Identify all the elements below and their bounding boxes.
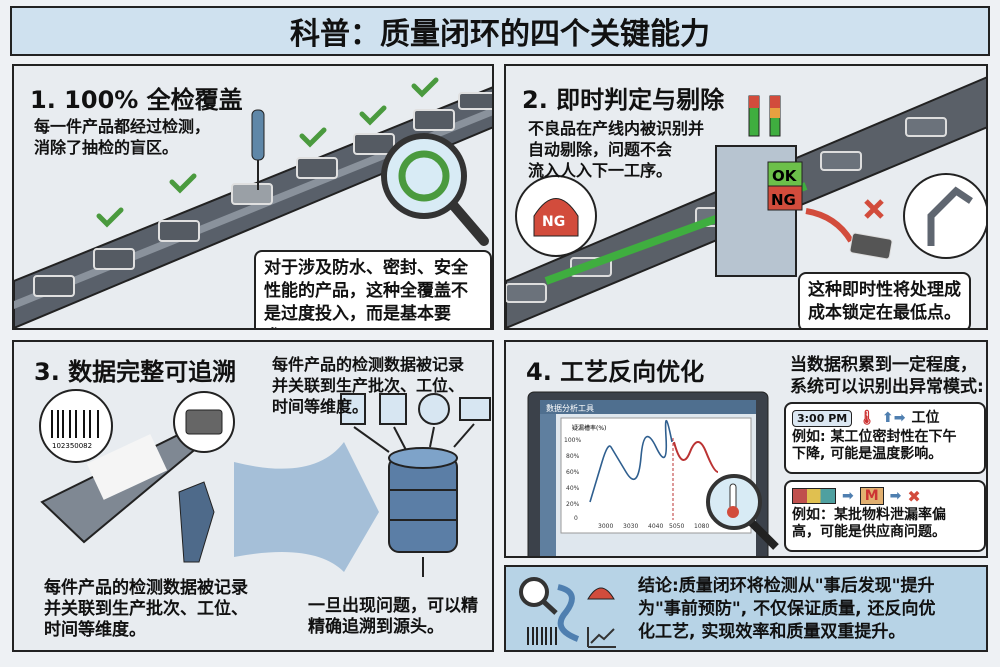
material-batch-icon [792, 488, 836, 504]
y-tick: 20% [566, 501, 580, 508]
panel-process-optimization: 數据分析工具 疑漏槽率(%) 100% 80% 60% 40% 20% 0 3000 303… [504, 340, 988, 558]
conclusion-icons [519, 577, 616, 648]
alarm-icon [587, 587, 615, 600]
inspection-station-illustration: OK NG NG [506, 76, 986, 328]
material-bag-icon: M [859, 487, 884, 505]
probe-icon [251, 109, 265, 161]
panel-traceability: 102350082 3. 数据完整可追溯 每件产品的检测数据被记录 并关联到生产… [12, 340, 494, 652]
barcode-label [86, 434, 168, 500]
panel-instant-reject: OK NG NG 2. 即时判定与剔除 不良品在产线内被识别并 自动剔除，问题不… [504, 64, 988, 330]
robot-arm-icon [903, 173, 986, 259]
x-tick: 3030 [623, 523, 638, 530]
alarm-label: NG [542, 214, 565, 230]
reject-arrow [805, 208, 854, 243]
cross-icon [864, 199, 884, 219]
thermometer-icon: 🌡 [858, 409, 876, 426]
cross-icon: ✖ [907, 486, 921, 506]
y-tick: 0 [574, 515, 578, 522]
magnifier-icon [381, 133, 489, 246]
chart-title: 疑漏槽率(%) [572, 424, 606, 432]
panel1-heading: 1. 100% 全检覆盖 [30, 86, 243, 114]
y-tick: 100% [564, 437, 581, 444]
time-badge: 3:00 PM [792, 409, 853, 427]
rejected-product [849, 232, 893, 260]
check-icon [96, 77, 439, 228]
spreadsheet-icon [379, 393, 407, 425]
conclusion-text: 结论:质量闭环将检测从"事后发现"提升 为"事前预防", 不仅保证质量, 还反向… [638, 576, 936, 642]
traceability-illustration: 102350082 [39, 389, 491, 577]
panel4-intro: 当数据积累到一定程度， 系统可以识别出异常模式: [790, 355, 984, 397]
example2-text: 例如：某批物料泄漏率偏 高，可能是供应商问题。 [792, 507, 946, 540]
panel1-callout: 对于涉及防水、密封、安全 性能的产品，这种全覆盖不 是过度投入，而是基本要求。 [254, 250, 492, 328]
scanner-icon [178, 481, 215, 563]
arrow-icon: ➡ [842, 487, 854, 504]
example1-callout: 3:00 PM 🌡 ⬆➡ 工位 例如: 某工位密封性在下午 下降, 可能是温度影响。 [784, 402, 986, 474]
x-tick: 3000 [598, 523, 613, 530]
panel2-description: 不良品在产线内被识别并 自动剔除，问题不会 流入人入下一工序。 [528, 119, 705, 180]
panel3-top-description: 每件产品的检测数据被记录 并关联到生产批次、工位、 时间等维度。 [272, 355, 465, 416]
database-icon [388, 447, 458, 553]
panel2-callout: 这种即时性将处理成 成本锁定在最低点。 [798, 272, 971, 328]
example1-text: 例如: 某工位密封性在下午 下降, 可能是温度影响。 [792, 429, 957, 462]
y-tick: 40% [566, 485, 580, 492]
clock-icon [418, 393, 450, 425]
panel3-bottom-description: 每件产品的检测数据被记录 并关联到生产批次、工位、 时间等维度。 [44, 578, 248, 640]
arrow-up-icon: ⬆➡ [881, 409, 906, 426]
data-stream-arrow [234, 442, 379, 572]
x-tick: 5050 [669, 523, 684, 530]
panel2-heading: 2. 即时判定与剔除 [522, 86, 725, 114]
panel3-heading: 3. 数据完整可追溯 [34, 358, 237, 386]
x-tick: 1080 [694, 523, 709, 530]
history-line [589, 419, 673, 503]
page-title: 科普：质量闭环的四个关键能力 [10, 6, 990, 56]
station-label: 工位 [911, 409, 940, 426]
panel-full-inspection: 1. 100% 全检覆盖 每一件产品都经过检测， 消除了抽检的盲区。 对于涉及防… [12, 64, 494, 330]
panel1-description: 每一件产品都经过检测， 消除了抽检的盲区。 [34, 117, 211, 157]
ok-label: OK [772, 167, 798, 185]
panel3-trace-text: 一旦出现问题，可以精 精确追溯到源头。 [308, 596, 478, 637]
conclusion-panel: 结论:质量闭环将检测从"事后发现"提升 为"事前预防", 不仅保证质量, 还反向… [504, 565, 988, 652]
example2-callout: ➡ M ➡ ✖ 例如：某批物料泄漏率偏 高，可能是供应商问题。 [784, 480, 986, 552]
magnifier-icon [519, 577, 549, 607]
arrow-icon: ➡ [889, 487, 902, 504]
monitor-illustration: 數据分析工具 疑漏槽率(%) 100% 80% 60% 40% 20% 0 3000 303… [527, 391, 779, 556]
y-tick: 60% [566, 469, 580, 476]
barcode-icon [527, 627, 557, 645]
ng-label: NG [771, 191, 796, 209]
curved-arrow-icon [557, 584, 580, 642]
magnifier-thermometer-icon [706, 474, 779, 550]
trend-up-icon [587, 627, 616, 648]
anomaly-line [673, 441, 719, 473]
barcode-number: 102350082 [52, 442, 92, 450]
y-tick: 80% [566, 453, 580, 460]
app-sidebar [540, 414, 556, 556]
id-card-icon [459, 397, 491, 421]
conveyor-illustration [14, 77, 492, 328]
window-title: 數据分析工具 [546, 403, 594, 413]
document-icon [340, 393, 366, 425]
panel4-heading: 4. 工艺反向优化 [526, 358, 705, 386]
x-tick: 4040 [648, 523, 663, 530]
products [33, 92, 492, 297]
